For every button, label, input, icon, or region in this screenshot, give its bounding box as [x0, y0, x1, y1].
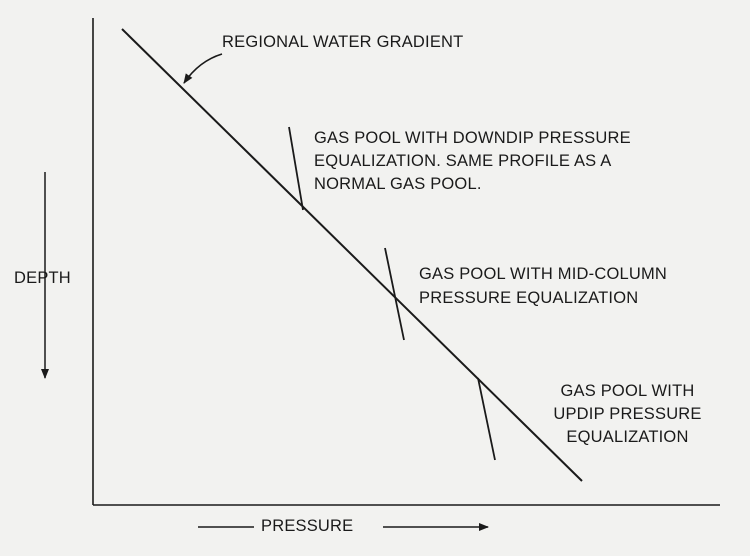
regional-water-gradient-line	[121, 28, 583, 482]
updip-gas-gradient-line	[477, 377, 496, 461]
updip-pool-label: GAS POOL WITH UPDIP PRESSURE EQUALIZATIO…	[520, 380, 735, 449]
updip-pool-label-line: UPDIP PRESSURE	[553, 405, 702, 423]
midcolumn-pool-label: GAS POOL WITH MID-COLUMN PRESSURE EQUALI…	[419, 262, 667, 310]
downdip-pool-label-line: NORMAL GAS POOL.	[314, 175, 482, 193]
updip-pool-label-line: GAS POOL WITH	[560, 382, 695, 400]
midcolumn-gas-gradient-line	[384, 247, 405, 341]
regional-label-pointer-arrow	[183, 53, 223, 84]
updip-pool-label-line: EQUALIZATION	[566, 428, 689, 446]
downdip-gas-gradient-line	[288, 126, 304, 211]
depth-axis-label: DEPTH	[14, 269, 71, 287]
downdip-pool-label-line: GAS POOL WITH DOWNDIP PRESSURE	[314, 129, 631, 147]
regional-water-gradient-label: REGIONAL WATER GRADIENT	[222, 33, 464, 51]
midcolumn-pool-label-line: PRESSURE EQUALIZATION	[419, 289, 639, 307]
midcolumn-pool-label-line: GAS POOL WITH MID-COLUMN	[419, 265, 668, 283]
downdip-pool-label-line: EQUALIZATION. SAME PROFILE AS A	[314, 152, 612, 170]
pressure-axis-label: PRESSURE	[261, 517, 354, 535]
downdip-pool-label: GAS POOL WITH DOWNDIP PRESSURE EQUALIZAT…	[314, 127, 631, 196]
